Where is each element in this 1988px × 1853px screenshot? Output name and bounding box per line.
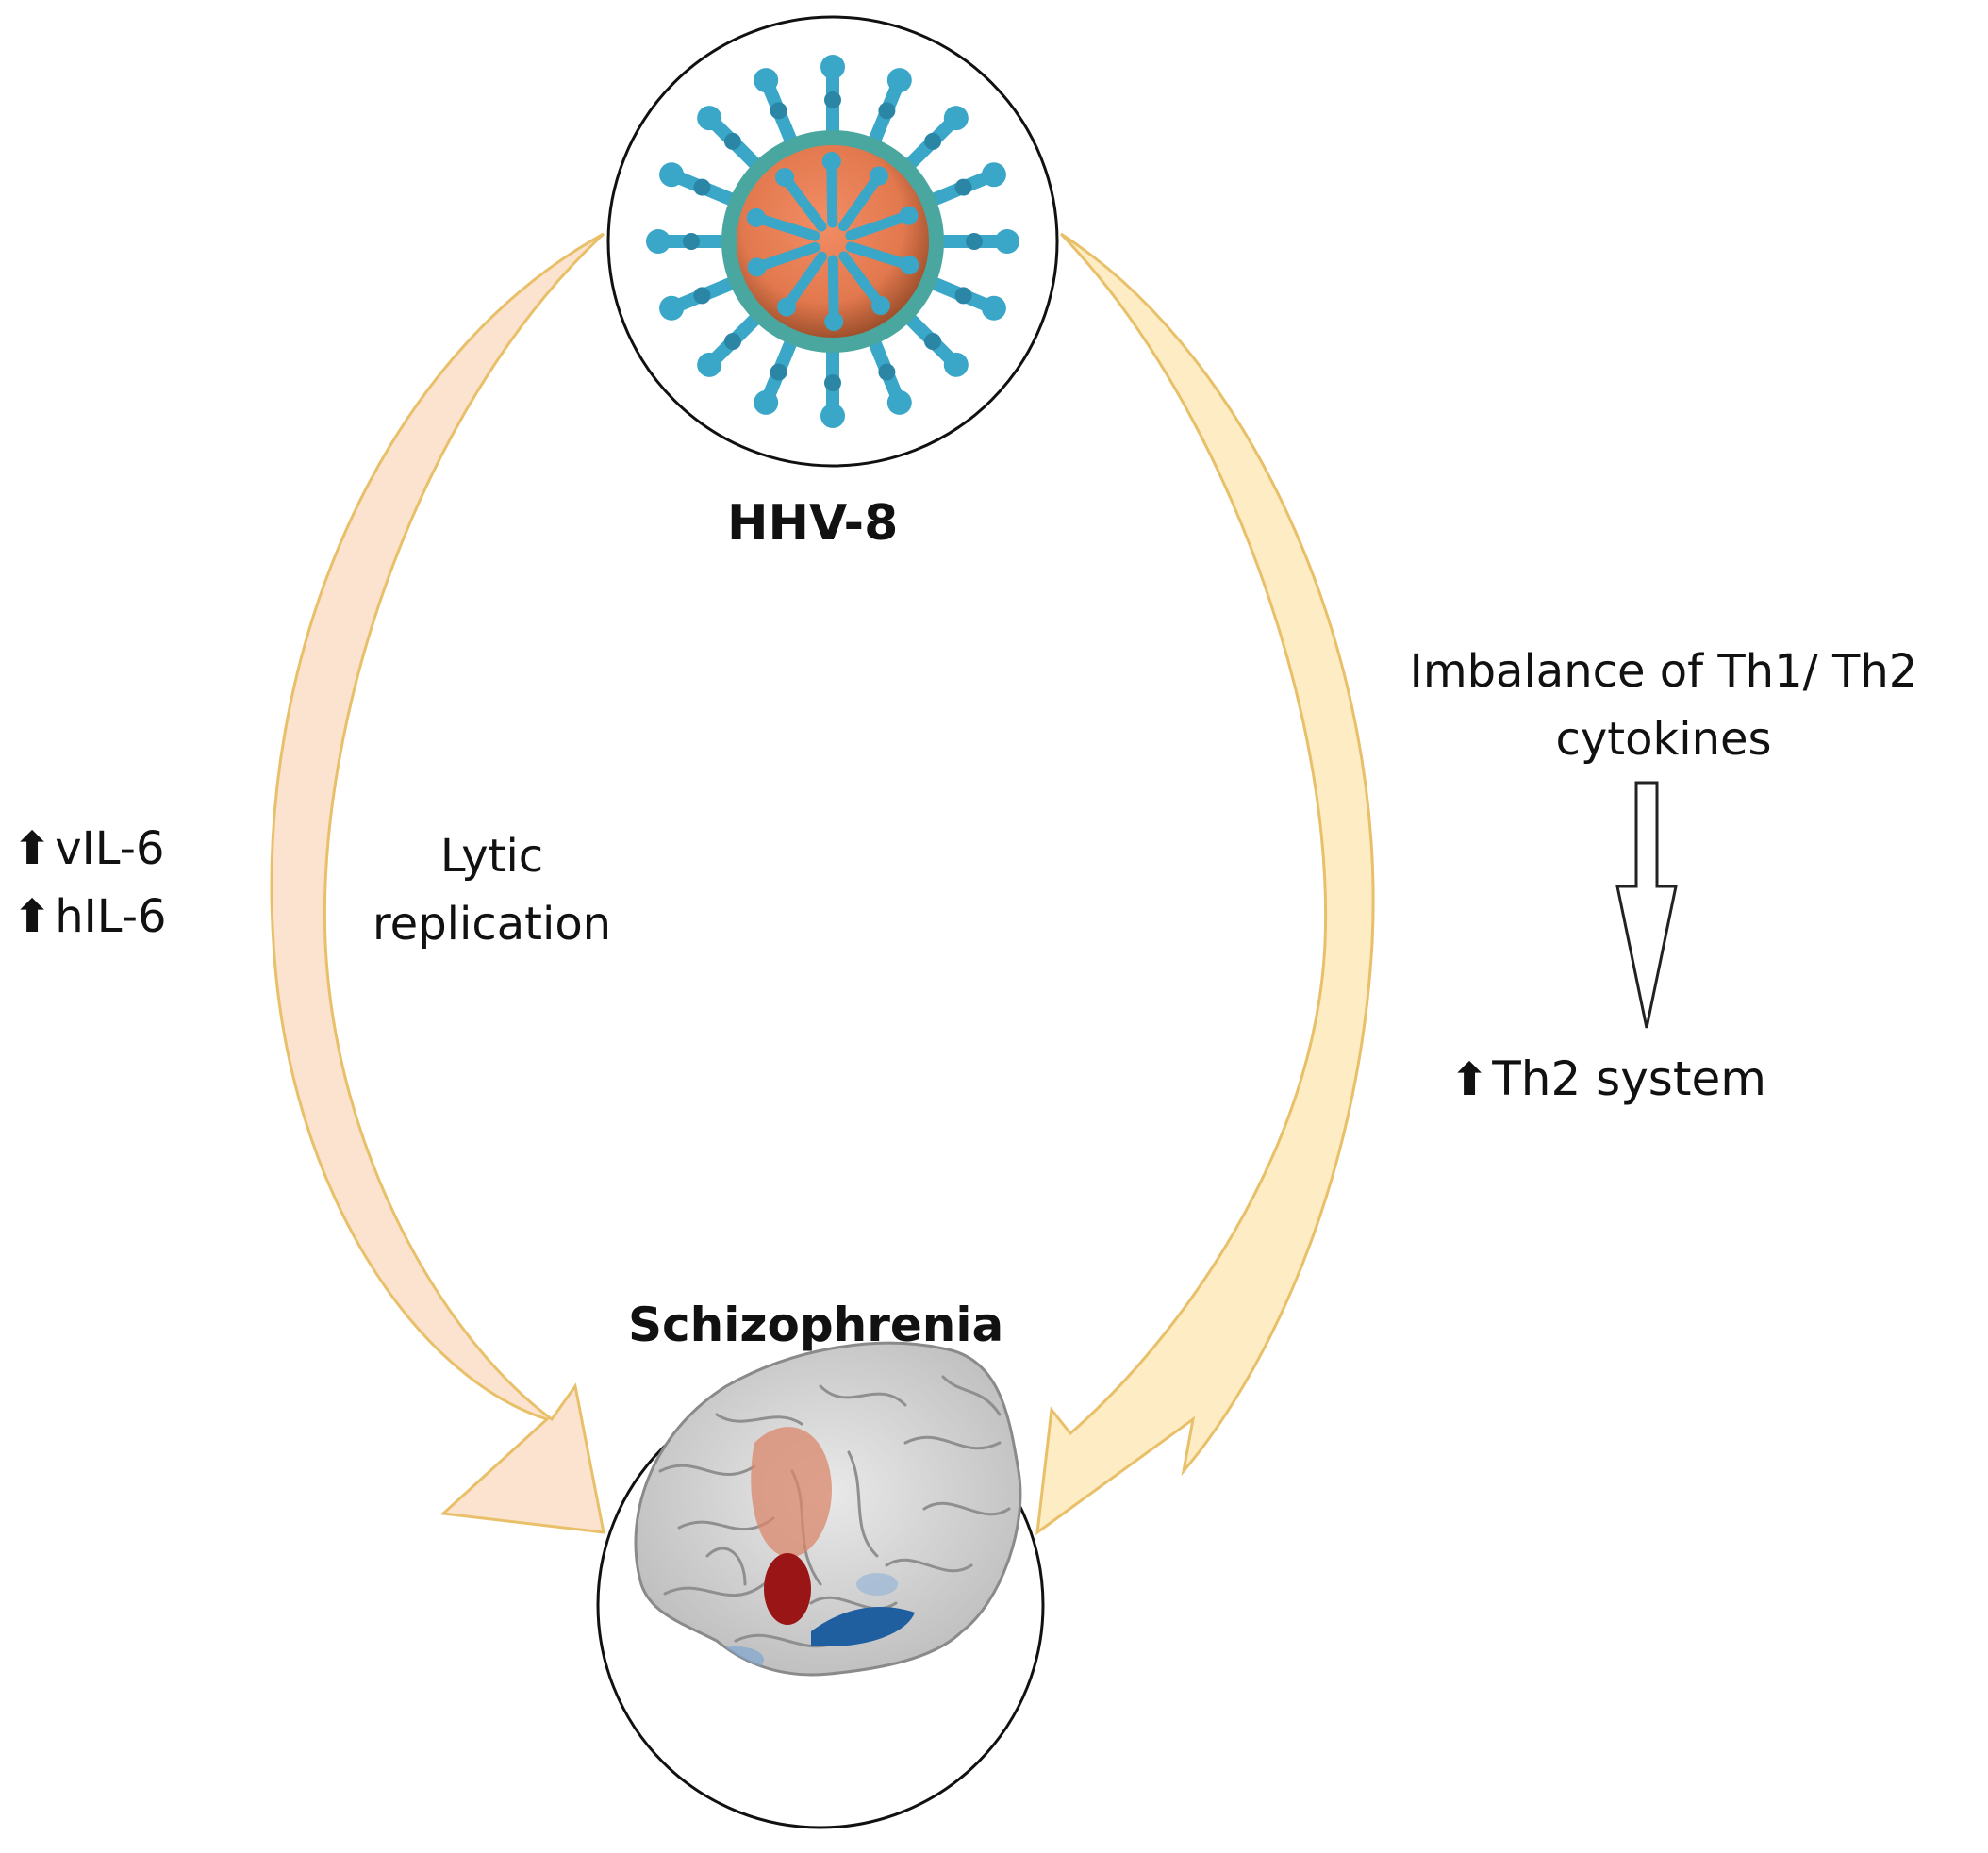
mechanism-line: replication — [373, 898, 612, 951]
hollow-down-arrow — [1615, 781, 1678, 1029]
mechanism-line: Lytic — [439, 830, 544, 883]
virus-icon — [646, 55, 1019, 428]
up-arrow-icon: ⬆ — [13, 890, 52, 943]
th2-system-label: ⬆Th2 system — [1450, 1051, 1766, 1106]
left-curved-arrow — [270, 232, 605, 1534]
marker-hil6: ⬆hIL-6 — [13, 890, 167, 943]
lytic-replication-label: Lytic replication — [373, 822, 611, 958]
marker-vil6: ⬆vIL-6 — [13, 822, 165, 875]
marker-label: vIL-6 — [55, 822, 165, 875]
brain-node — [596, 1341, 1045, 1829]
th-imbalance-label: Imbalance of Th1/ Th2 cytokines — [1362, 637, 1965, 773]
mechanism-line: Imbalance of Th1/ Th2 — [1409, 645, 1918, 698]
disease-label: Schizophrenia — [628, 1298, 1004, 1352]
virus-label: HHV-8 — [727, 495, 899, 552]
up-arrow-icon: ⬆ — [1450, 1053, 1489, 1106]
result-label: Th2 system — [1492, 1051, 1766, 1106]
mechanism-line: cytokines — [1555, 713, 1772, 766]
right-curved-arrow — [1035, 232, 1375, 1536]
up-arrow-icon: ⬆ — [13, 822, 52, 875]
marker-label: hIL-6 — [55, 890, 167, 943]
brain-icon — [634, 1341, 1022, 1677]
virus-node — [606, 15, 1059, 468]
